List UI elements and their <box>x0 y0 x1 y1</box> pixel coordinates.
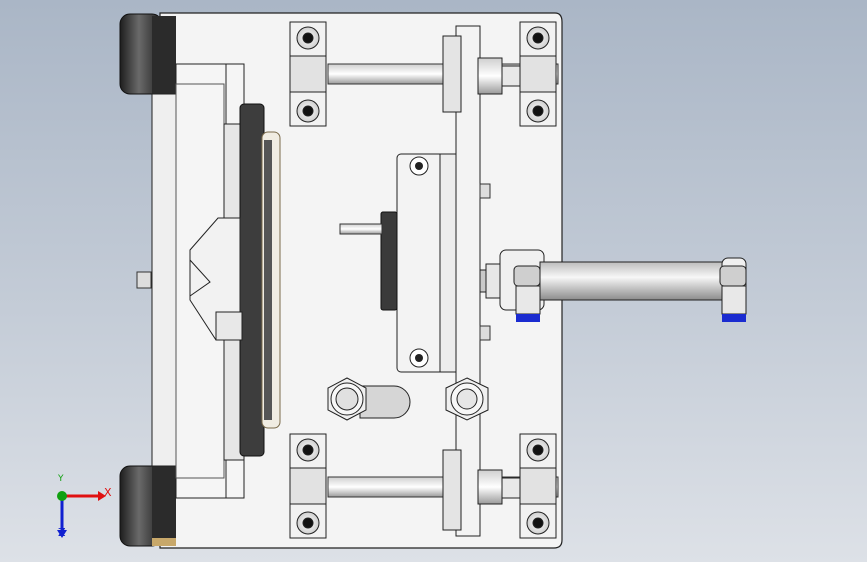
axis-triad: X Y Z <box>46 474 116 550</box>
axis-z-label: Z <box>58 526 66 539</box>
side-pin <box>136 271 152 289</box>
bolt <box>296 438 320 462</box>
plate-stud <box>479 183 491 199</box>
clamp-dark-block <box>239 103 281 457</box>
slot-cutout <box>359 385 411 419</box>
ejector-pin <box>339 223 383 235</box>
left-edge-strip <box>151 93 177 467</box>
axis-x-label: X <box>104 486 112 499</box>
plate-stud <box>479 325 491 341</box>
socket-bolts <box>296 26 550 535</box>
plate-flange-bottom <box>442 449 521 531</box>
bolt <box>296 511 320 535</box>
bolt <box>526 511 550 535</box>
bolt <box>526 438 550 462</box>
air-fitting-right <box>719 265 747 322</box>
axis-y-icon <box>57 491 67 501</box>
axis-y-label: Y <box>58 474 64 484</box>
rubber-foot-bottom <box>119 428 176 547</box>
ejector-dark-part <box>380 211 398 311</box>
hex-nut-right <box>445 377 489 421</box>
plate-flange-top <box>442 35 521 113</box>
hex-nut-left <box>327 377 367 421</box>
bolt <box>296 26 320 50</box>
bolt <box>526 99 550 123</box>
bolt <box>296 99 320 123</box>
bolt <box>526 26 550 50</box>
slider-block <box>396 153 466 373</box>
wedge-part <box>189 217 243 341</box>
air-fitting-left <box>513 265 541 322</box>
